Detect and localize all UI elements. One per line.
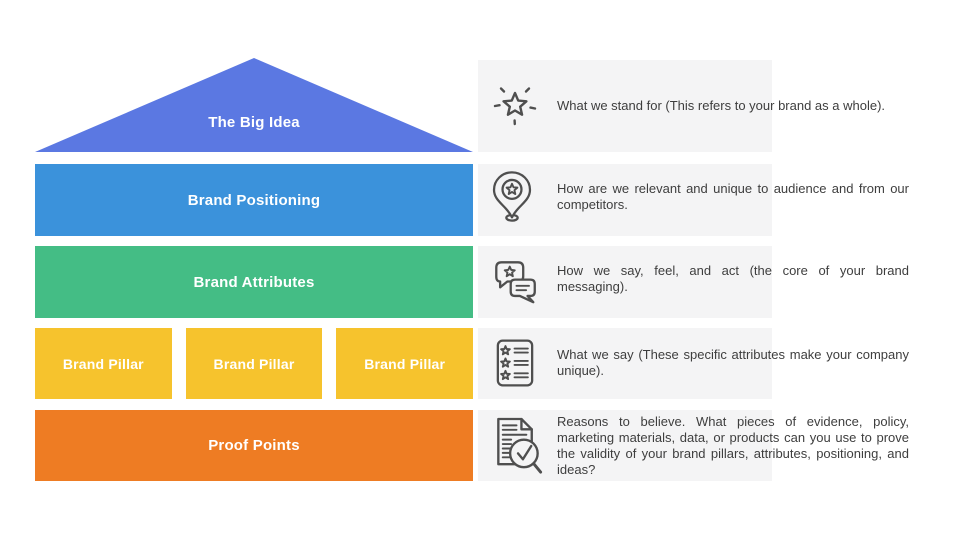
pyramid-level-brand-attributes: Brand Attributes: [35, 246, 473, 318]
annotation-text: What we say (These specific attributes m…: [557, 347, 909, 378]
level-label-brand-attributes: Brand Attributes: [193, 273, 315, 291]
star-checklist-icon: [495, 338, 535, 388]
pyramid-level-brand-pillars: Brand Pillar Brand Pillar Brand Pillar: [35, 328, 474, 399]
brand-pillar-box: Brand Pillar: [185, 328, 323, 399]
pyramid-level-brand-positioning: Brand Positioning: [35, 164, 473, 236]
annotation-text: How are we relevant and unique to audien…: [557, 181, 909, 212]
pyramid-level-proof-points: Proof Points: [35, 410, 473, 481]
level-label-proof-points: Proof Points: [208, 437, 300, 454]
pillar-label: Brand Pillar: [213, 355, 295, 372]
brand-pillar-box: Brand Pillar: [35, 328, 172, 399]
pillar-label: Brand Pillar: [62, 355, 144, 372]
row-background: [478, 60, 772, 152]
star-pin-icon: [490, 170, 534, 223]
annotation-text: Reasons to believe. What pieces of evide…: [557, 414, 909, 477]
document-magnifier-icon: [489, 416, 546, 479]
annotation-text: How we say, feel, and act (the core of y…: [557, 263, 909, 294]
chat-bubbles-star-icon: [491, 258, 541, 306]
pillar-label: Brand Pillar: [364, 355, 446, 372]
level-label-brand-positioning: Brand Positioning: [187, 191, 321, 209]
brand-pillar-box: Brand Pillar: [336, 328, 474, 399]
pyramid-level-big-idea: [35, 58, 473, 152]
sparkle-star-icon: [491, 80, 539, 128]
triangle-shape: [35, 58, 473, 152]
level-label-big-idea: The Big Idea: [208, 114, 300, 131]
annotation-text: What we stand for (This refers to your b…: [557, 98, 886, 113]
